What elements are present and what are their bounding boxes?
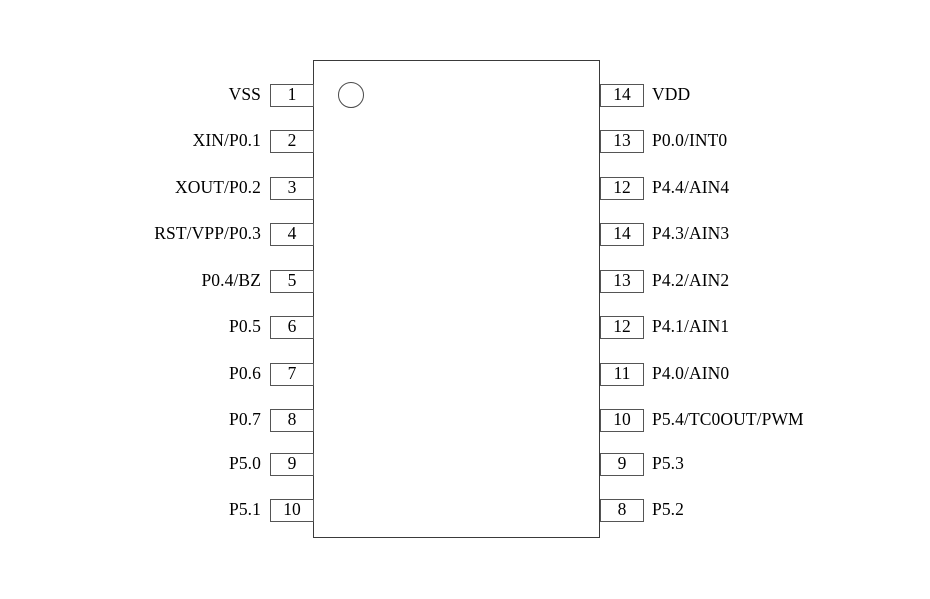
pin-row-right-10: 8 P5.2: [600, 498, 930, 522]
pin-box-right-9: 9: [600, 452, 644, 476]
pin-label-right-8: P5.4/TC0OUT/PWM: [652, 409, 804, 430]
pin-box-left-10: 10: [270, 498, 314, 522]
pin-label-left-6: P0.5: [228, 316, 261, 337]
pin-label-left-8: P0.7: [228, 409, 261, 430]
pin-number-left-1: 1: [287, 84, 297, 105]
pin-row-left-6: P0.5 6: [60, 315, 314, 339]
pin-number-right-5: 13: [613, 270, 631, 291]
pin-number-left-9: 9: [287, 453, 297, 474]
pin-box-left-3: 3: [270, 176, 314, 200]
pin-box-right-4: 14: [600, 222, 644, 246]
pin-box-right-2: 13: [600, 129, 644, 153]
pin-label-right-7: P4.0/AIN0: [652, 363, 730, 384]
pin-row-left-5: P0.4/BZ 5: [60, 269, 314, 293]
pin-number-right-9: 9: [617, 453, 627, 474]
pin-label-right-5: P4.2/AIN2: [652, 270, 730, 291]
pin-row-right-8: 10 P5.4/TC0OUT/PWM: [600, 408, 930, 432]
pin-row-right-4: 14 P4.3/AIN3: [600, 222, 930, 246]
pin-row-left-3: XOUT/P0.2 3: [60, 176, 314, 200]
pin-row-right-7: 11 P4.0/AIN0: [600, 362, 930, 386]
pin-number-right-4: 14: [613, 223, 631, 244]
pin-box-left-2: 2: [270, 129, 314, 153]
pin-box-right-8: 10: [600, 408, 644, 432]
pin-label-left-7: P0.6: [228, 363, 261, 384]
pin-row-left-1: VSS 1: [60, 83, 314, 107]
pin-number-left-5: 5: [287, 270, 297, 291]
pin-number-left-3: 3: [287, 177, 297, 198]
pin-box-right-1: 14: [600, 83, 644, 107]
pin-row-right-2: 13 P0.0/INT0: [600, 129, 930, 153]
pin-label-left-10: P5.1: [228, 499, 261, 520]
pin-box-right-10: 8: [600, 498, 644, 522]
pin-number-right-3: 12: [613, 177, 631, 198]
pin-number-right-10: 8: [617, 499, 627, 520]
pin-label-right-3: P4.4/AIN4: [652, 177, 730, 198]
pin-number-left-8: 8: [287, 409, 297, 430]
pin-number-left-2: 2: [287, 130, 297, 151]
pin-row-left-2: XIN/P0.1 2: [60, 129, 314, 153]
pin-label-right-1: VDD: [652, 84, 691, 105]
pin-label-left-9: P5.0: [228, 453, 261, 474]
pin-row-right-5: 13 P4.2/AIN2: [600, 269, 930, 293]
pin-label-left-1: VSS: [228, 84, 261, 105]
pin-box-right-7: 11: [600, 362, 644, 386]
pin-label-left-5: P0.4/BZ: [201, 270, 261, 291]
pin-label-left-2: XIN/P0.1: [192, 130, 261, 151]
pin-row-right-3: 12 P4.4/AIN4: [600, 176, 930, 200]
chip-body-outline: [313, 60, 600, 538]
pin-row-right-1: 14 VDD: [600, 83, 930, 107]
pin-1-marker-circle: [338, 82, 364, 108]
pin-box-left-1: 1: [270, 83, 314, 107]
pin-number-right-7: 11: [613, 363, 631, 384]
pin-row-left-8: P0.7 8: [60, 408, 314, 432]
pin-box-right-6: 12: [600, 315, 644, 339]
pin-number-right-2: 13: [613, 130, 631, 151]
pin-label-right-4: P4.3/AIN3: [652, 223, 730, 244]
pin-box-left-7: 7: [270, 362, 314, 386]
pin-row-right-6: 12 P4.1/AIN1: [600, 315, 930, 339]
pin-row-left-9: P5.0 9: [60, 452, 314, 476]
pin-number-left-7: 7: [287, 363, 297, 384]
pin-box-right-3: 12: [600, 176, 644, 200]
pin-box-left-9: 9: [270, 452, 314, 476]
pin-number-left-10: 10: [283, 499, 301, 520]
pin-box-left-4: 4: [270, 222, 314, 246]
pin-number-left-4: 4: [287, 223, 297, 244]
pin-number-right-6: 12: [613, 316, 631, 337]
pin-row-right-9: 9 P5.3: [600, 452, 930, 476]
pin-box-left-6: 6: [270, 315, 314, 339]
pin-label-left-4: RST/VPP/P0.3: [154, 223, 261, 244]
pin-box-left-8: 8: [270, 408, 314, 432]
pin-label-right-6: P4.1/AIN1: [652, 316, 730, 337]
pin-label-left-3: XOUT/P0.2: [175, 177, 261, 198]
pin-row-left-7: P0.6 7: [60, 362, 314, 386]
pin-label-right-2: P0.0/INT0: [652, 130, 728, 151]
pin-box-left-5: 5: [270, 269, 314, 293]
pin-box-right-5: 13: [600, 269, 644, 293]
pin-row-left-10: P5.1 10: [60, 498, 314, 522]
pin-number-right-1: 14: [613, 84, 631, 105]
pin-label-right-10: P5.2: [652, 499, 685, 520]
pin-label-right-9: P5.3: [652, 453, 685, 474]
pin-number-left-6: 6: [287, 316, 297, 337]
pin-row-left-4: RST/VPP/P0.3 4: [60, 222, 314, 246]
pin-number-right-8: 10: [613, 409, 631, 430]
